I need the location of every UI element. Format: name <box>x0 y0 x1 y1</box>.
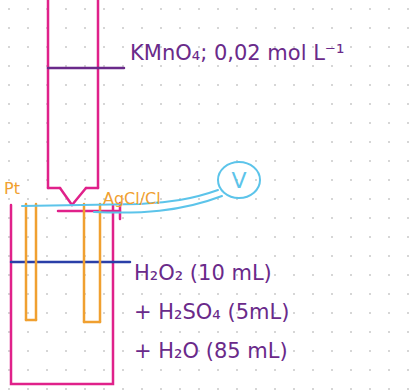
wires <box>22 190 222 213</box>
voltmeter-circle: V <box>216 160 262 200</box>
reagent-label: H₂O₂ (10 mL) <box>134 262 272 285</box>
electrode-label: Pt <box>4 180 20 198</box>
liquid-level <box>11 261 130 264</box>
reagent-label: KMnO₄; 0,02 mol L⁻¹ <box>130 42 344 65</box>
meter-symbol: V <box>216 160 262 200</box>
reagent-label: + H₂SO₄ (5mL) <box>134 301 289 324</box>
beaker <box>11 205 113 384</box>
electrode-label: AgCl/Cl <box>103 190 161 208</box>
electrodes <box>26 204 100 322</box>
reagent-label: + H₂O (85 mL) <box>134 340 288 363</box>
burette-level <box>48 67 124 70</box>
burette <box>48 0 120 219</box>
